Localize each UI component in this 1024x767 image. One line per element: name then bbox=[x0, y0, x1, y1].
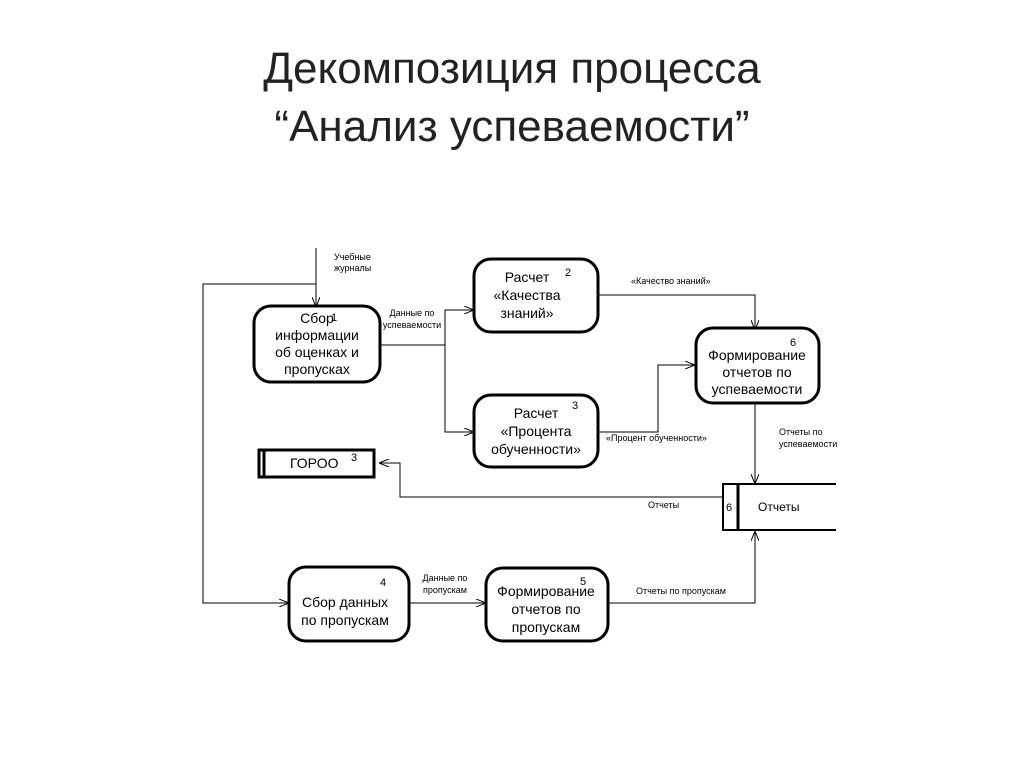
flow-labels: Учебные журналы Данные по успеваемости «… bbox=[334, 252, 837, 596]
process-1: 1 Сбор информации об оценках и пропусках bbox=[252, 304, 382, 384]
process-4-number: 4 bbox=[380, 577, 386, 589]
process-1-line-1: Сбор bbox=[300, 310, 334, 326]
flow-to-quality-line bbox=[444, 310, 473, 345]
process-3-number: 3 bbox=[572, 400, 578, 412]
process-6-line-2: отчетов по bbox=[722, 364, 791, 380]
process-3-line-3: обученности» bbox=[491, 441, 581, 457]
data-store-outline bbox=[722, 483, 836, 531]
external-entity-number: 3 bbox=[351, 452, 357, 464]
process-2: 2 Расчет «Качества знаний» bbox=[472, 257, 600, 334]
flow-label-perf-reports-1: Отчеты по bbox=[779, 427, 823, 437]
data-store-label: Отчеты bbox=[758, 500, 799, 514]
process-6-line-1: Формирование bbox=[708, 347, 806, 363]
flow-journals-to-absence-line bbox=[202, 283, 316, 603]
external-entity-box bbox=[257, 448, 376, 479]
process-4-line-1: Сбор данных bbox=[302, 594, 388, 610]
flow-lines bbox=[202, 248, 755, 604]
flow-label-reports: Отчеты bbox=[648, 500, 679, 510]
flow-label-journals-2: журналы bbox=[334, 263, 371, 273]
process-2-number: 2 bbox=[565, 267, 571, 279]
flow-label-absence-data-1: Данные по bbox=[423, 573, 468, 583]
flow-label-grades-data-2: успеваемости bbox=[383, 320, 441, 330]
flow-label-percent: «Процент обученности» bbox=[606, 433, 707, 443]
data-store-number: 6 bbox=[726, 502, 732, 514]
process-5-number: 5 bbox=[580, 576, 586, 588]
flow-label-perf-reports-2: успеваемости bbox=[779, 439, 837, 449]
process-3-line-1: Расчет bbox=[514, 405, 559, 421]
process-3-line-2: «Процента bbox=[501, 423, 572, 439]
flow-percent-line bbox=[598, 365, 694, 433]
process-1-box bbox=[252, 304, 382, 384]
external-entity-goroo: ГОРОО 3 bbox=[257, 448, 376, 479]
process-5-line-3: пропускам bbox=[512, 619, 580, 635]
external-entity-label: ГОРОО bbox=[290, 455, 339, 471]
process-1-line-3: об оценках и bbox=[275, 344, 359, 360]
process-6-number: 6 bbox=[790, 337, 796, 349]
process-3-box bbox=[472, 393, 600, 469]
flow-label-grades-data-1: Данные по bbox=[390, 308, 435, 318]
process-5: 5 Формирование отчетов по пропускам bbox=[484, 566, 610, 643]
process-4-box bbox=[287, 565, 411, 643]
process-5-line-1: Формирование bbox=[497, 583, 595, 599]
flow-label-journals-1: Учебные bbox=[334, 252, 371, 262]
process-2-line-2: «Качества bbox=[494, 287, 561, 303]
process-6-box bbox=[694, 326, 821, 405]
slide-title-line-1: Декомпозиция процесса bbox=[263, 44, 761, 93]
slide-title-line-2: “Анализ успеваемости” bbox=[274, 102, 750, 151]
process-2-line-1: Расчет bbox=[505, 269, 550, 285]
process-1-line-2: информации bbox=[275, 327, 359, 343]
data-store-reports: 6 Отчеты bbox=[722, 483, 836, 531]
process-1-line-4: пропусках bbox=[284, 361, 350, 377]
process-6: 6 Формирование отчетов по успеваемости bbox=[694, 326, 821, 405]
flow-label-absence-data-2: пропускам bbox=[423, 585, 467, 595]
process-2-box bbox=[472, 257, 600, 334]
process-5-box bbox=[484, 566, 610, 643]
flow-to-percent-line bbox=[444, 345, 473, 432]
process-3: 3 Расчет «Процента обученности» bbox=[472, 393, 600, 469]
flow-label-absence-reports: Отчеты по пропускам bbox=[636, 586, 726, 596]
process-1-number: 1 bbox=[331, 312, 337, 324]
process-4-line-2: по пропускам bbox=[301, 612, 389, 628]
process-5-line-2: отчетов по bbox=[511, 601, 580, 617]
flow-reports-to-goroo-line bbox=[380, 463, 723, 498]
process-4: 4 Сбор данных по пропускам bbox=[287, 565, 411, 643]
flow-label-quality: «Качество знаний» bbox=[631, 276, 711, 286]
flow-absence-reports-line bbox=[608, 532, 755, 604]
process-6-line-3: успеваемости bbox=[712, 381, 803, 397]
flow-quality-line bbox=[598, 294, 755, 329]
process-2-line-3: знаний» bbox=[500, 305, 553, 321]
